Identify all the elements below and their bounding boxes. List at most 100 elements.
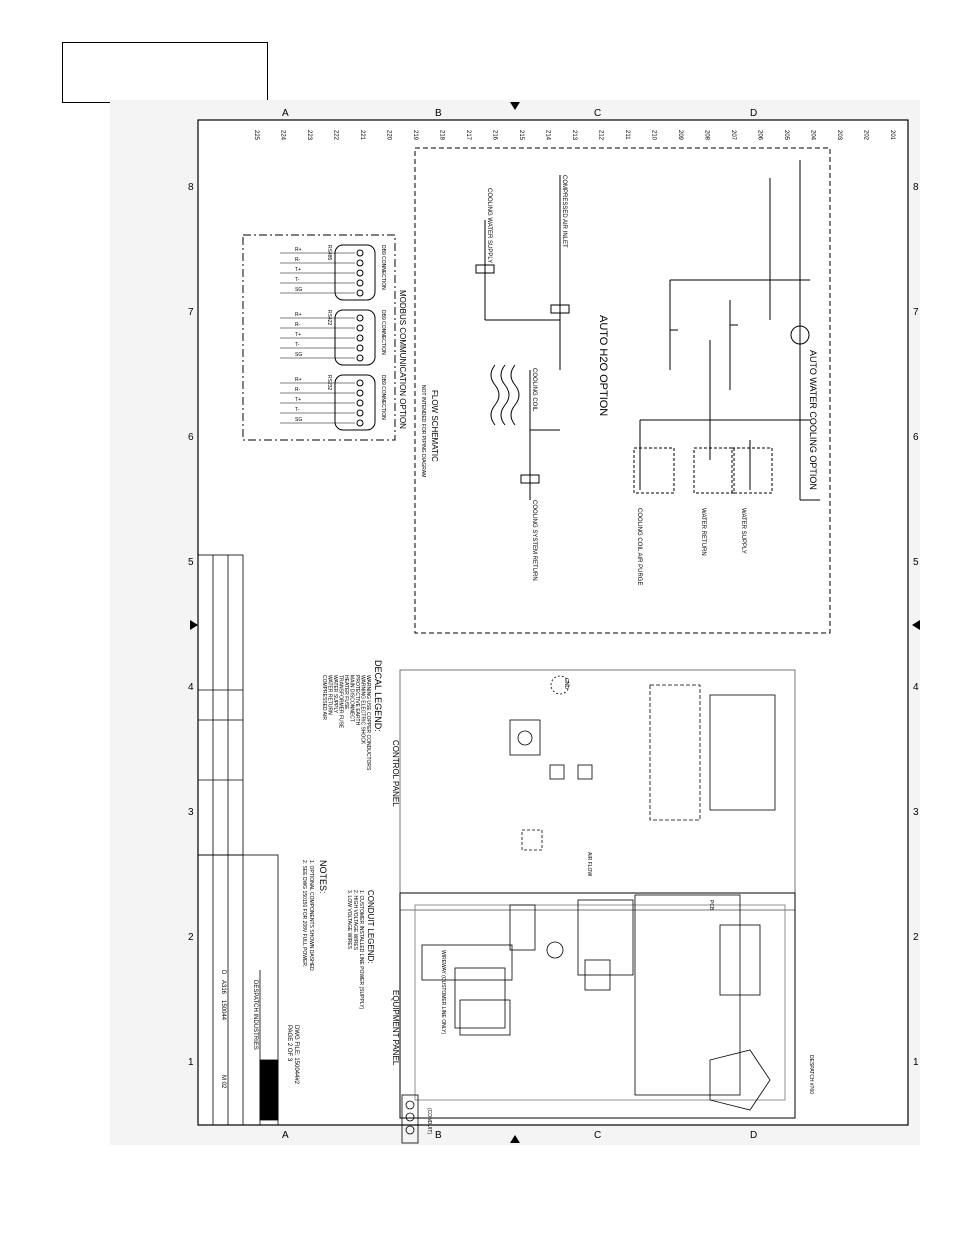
section-auto-h2o: AUTO H2O OPTION [597,315,609,416]
column-number-right: 5 [913,557,919,568]
line-number: 223 [306,130,312,141]
column-number-left: 4 [188,682,194,693]
conduit-legend-item: 3. LOW VOLTAGE WIRES [346,890,352,950]
line-number: 203 [836,130,842,141]
line-number: 212 [598,130,604,141]
column-number-right: 4 [913,682,919,693]
title-company: DESPATCH INDUSTRIES [252,980,258,1050]
title-file: DWG FILE: 150044#2 [293,1025,299,1085]
conduit-legend-item: 1. CUSTOMER INSTALLED LINE POWER (SUPPLY… [358,890,364,1010]
line-number: 211 [624,130,630,140]
title-size: D [220,970,226,975]
zone-label-b-top: B [435,108,442,119]
equipment-panel-inner [414,904,786,1101]
zone-label-b-bottom: B [435,1130,442,1141]
line-number: 220 [386,130,392,141]
modbus-enclosure [242,234,396,441]
decal-legend-item: WARNING ELECTRIC SHOCK [360,675,366,745]
notes-list: 1. OPTIONAL COMPONENTS SHOWN DASHED.2. S… [301,860,314,972]
db9-connection-label: DB9 CONNECTION [380,310,386,355]
db9-pin [356,269,364,277]
label-wireway: WIREWAY (CUSTOMER LINE ONLY) [440,950,446,1035]
label-pcb: PCB [708,900,714,911]
db9-pin [356,259,364,267]
db9-pin [356,314,364,322]
db9-pin [356,389,364,397]
db9-pin [356,249,364,257]
db9-pin-label: R+ [295,377,302,383]
control-panel-parts [509,675,776,851]
title-page: PAGE 2 OF 3 [286,1025,292,1062]
column-number-left: 8 [188,182,194,193]
decal-legend-item: WARNING USE COPPER CONDUCTORS [365,675,371,771]
zone-label-c-top: C [594,108,601,119]
db9-pin-label: T+ [295,332,301,338]
label-despatch: DESPATCH #760 [808,1055,814,1094]
title-sheet: A316 [220,980,226,995]
title-rev: M 02 [220,1075,226,1089]
line-number: 216 [492,130,498,141]
zone-label-a-top: A [282,108,289,119]
ladder-wiring [639,160,820,501]
db9-pin [356,409,364,417]
column-number-left: 3 [188,807,194,818]
note-item: 2. SEE DWG 150150 FOR 208V FULL POWER. [301,860,307,967]
column-number-left: 7 [188,307,194,318]
zone-label-d-top: D [750,108,757,119]
line-number: 224 [280,130,286,141]
line-number: 219 [412,130,418,141]
db9-pin [356,379,364,387]
column-number-right: 7 [913,307,919,318]
zone-label-a-bottom: A [282,1130,289,1141]
db9-pin-label: T- [295,277,300,283]
line-number: 222 [333,130,339,141]
section-decal-legend: DECAL LEGEND: [373,660,383,732]
top-zone-labels: A B C D [282,108,757,119]
label-water-supply: WATER SUPPLY [740,508,746,554]
line-number: 208 [704,130,710,141]
column-number-right: 6 [913,432,919,443]
line-number: 205 [783,130,789,141]
column-number-right: 3 [913,807,919,818]
label-cooling-coil: COOLING COIL [531,368,537,412]
solenoid-boxes [633,447,773,494]
db9-pin-label: R- [295,387,301,393]
label-cooling-system-return: COOLING SYSTEM RETURN [531,500,537,581]
db9-pin-label: R+ [295,312,302,318]
section-flow-schematic: FLOW SCHEMATIC [430,390,439,462]
auto-water-cooling-enclosure [414,147,831,634]
db9-pin [356,354,364,362]
flow-note: NOT INTENDED FOR PIPING DIAGRAM [420,385,426,477]
drawing-border [197,119,909,1126]
label-gnd: GND [563,678,569,690]
section-modbus: MODBUS COMMUNICATION OPTION [398,290,407,429]
note-item: 1. OPTIONAL COMPONENTS SHOWN DASHED. [308,860,314,972]
title-block-text: DESPATCH INDUSTRIES 150044 A316 D M 02 D… [220,970,299,1089]
section-equipment-panel: EQUIPMENT PANEL [391,990,400,1066]
label-compressed-air-inlet: COMPRESSED AIR INLET [561,175,567,248]
column-number-left: 6 [188,432,194,443]
line-number: 217 [465,130,471,141]
line-number: 206 [757,130,763,141]
db9-pin-label: SG [295,417,302,423]
title-drawing-no: 150044 [220,1000,226,1021]
flow-labels: COMPRESSED AIR INLET COOLING WATER SUPPL… [486,175,567,581]
column-number-right: 1 [913,1057,919,1068]
title-block [197,854,279,1126]
section-conduit-legend: CONDUIT LEGEND: [366,890,375,964]
db9-pin-label: T- [295,342,300,348]
db9-pin-label: R- [295,257,301,263]
section-auto-water-cooling: AUTO WATER COOLING OPTION [808,350,818,490]
zone-label-d-bottom: D [750,1130,757,1141]
column-number-left: 2 [188,932,194,943]
db9-connection-label: DB9 CONNECTION [380,245,386,290]
label-water-return: WATER RETURN [700,508,706,556]
line-number: 202 [863,130,869,141]
decal-legend-item: MAIN DISCONNECT [349,675,355,722]
bottom-zone-labels: A B C D [282,1130,757,1141]
column-number-right: 2 [913,932,919,943]
decal-legend-item: PROTECTIVE EARTH [354,675,360,726]
